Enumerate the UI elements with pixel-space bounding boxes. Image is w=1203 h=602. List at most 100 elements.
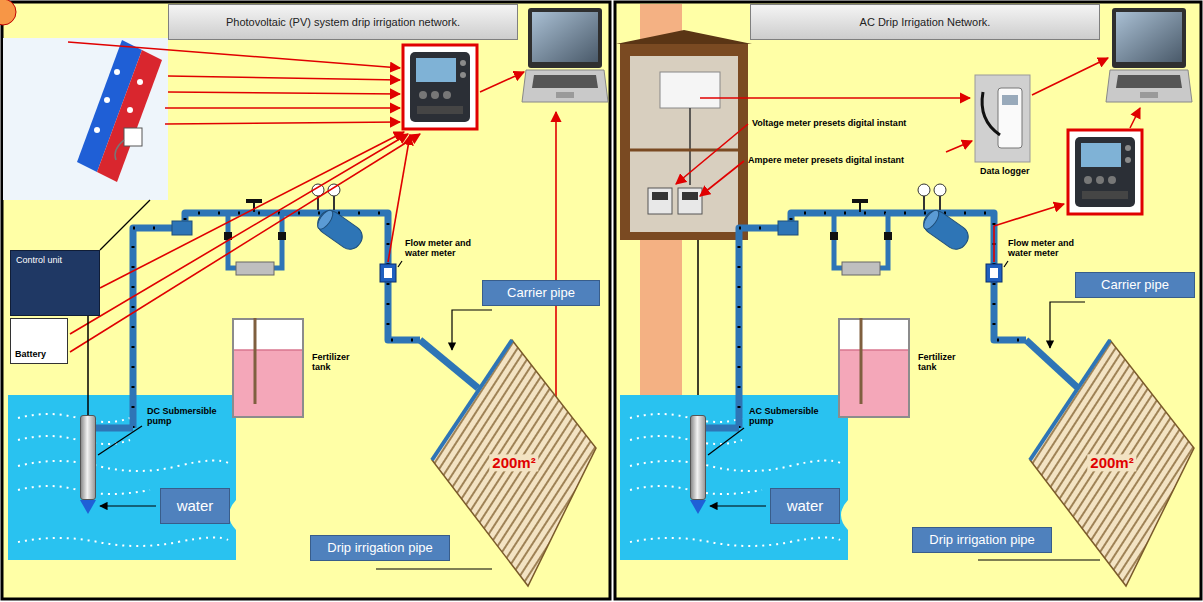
ac-cabinet-photo	[652, 192, 668, 200]
node-text: AC Drip Irrigation Network.	[860, 16, 991, 29]
node-text: Drip irrigation pipe	[929, 533, 1035, 548]
part-label: Data logger	[980, 166, 1030, 176]
node-text: 200m²	[489, 454, 538, 471]
data-logger-photo	[982, 92, 1000, 135]
signal-arrows	[68, 42, 1140, 420]
node-text: Photovoltaic (PV) system drip irrigation…	[226, 16, 460, 29]
ac-cabinet-photo	[630, 149, 738, 152]
signal-arrows	[100, 132, 404, 288]
tank-outline	[233, 319, 303, 417]
node-text: Control unit	[16, 255, 62, 265]
pump-pipes	[420, 340, 478, 388]
signal-arrows	[700, 161, 744, 196]
liquid-surface	[234, 349, 302, 351]
water-box: water	[160, 488, 230, 524]
submersible-pump: DC Submersible pump	[80, 415, 96, 500]
data-logger-photo	[975, 75, 1030, 162]
manifold-pipe	[1030, 340, 1110, 460]
pv-panel	[3, 38, 168, 200]
leader-lines	[98, 302, 1100, 569]
node-text: Battery	[15, 349, 46, 359]
leader-lines	[1050, 302, 1085, 348]
water-pond	[8, 395, 236, 560]
node-text: water	[787, 497, 824, 514]
pipe-network	[739, 184, 1026, 428]
battery-box: Battery	[10, 318, 68, 364]
ac-cabinet-photo	[616, 4, 752, 415]
label-box: Carrier pipe	[482, 280, 600, 306]
water-pond	[620, 395, 848, 560]
fertilizer-liquid	[840, 350, 908, 416]
signal-arrows	[165, 122, 400, 124]
data-logger-photo	[1002, 95, 1018, 105]
signal-arrows	[700, 97, 970, 99]
signal-arrows	[555, 112, 557, 420]
title-box: AC Drip Irrigation Network.	[750, 4, 1100, 40]
part-label: AC Submersible pump	[749, 406, 821, 427]
ac-cabinet-photo	[648, 188, 672, 214]
node-text: Drip irrigation pipe	[327, 541, 433, 556]
control-unit-box: Control unit	[10, 250, 100, 316]
submersible-pump: AC Submersible pump	[690, 415, 706, 500]
pump-pipes	[1026, 340, 1078, 388]
tank-outline	[839, 319, 909, 417]
pv-panel	[114, 69, 120, 75]
pump-pipes	[96, 340, 1078, 428]
leader-lines	[978, 559, 1100, 560]
leader-lines	[452, 310, 492, 350]
pv-panel	[0, 0, 168, 250]
leader-lines	[376, 568, 492, 569]
ac-cabinet-photo	[630, 56, 738, 232]
left-panel	[2, 2, 610, 599]
pv-panel	[115, 140, 124, 160]
signal-arrows	[676, 124, 748, 184]
label-box: Drip irrigation pipe	[310, 535, 450, 561]
laptop-icon	[1106, 8, 1192, 102]
controller-device	[1068, 130, 1142, 214]
pv-panel	[97, 50, 162, 182]
control-wire	[87, 316, 89, 415]
pipe-network	[133, 184, 420, 428]
signal-arrows	[168, 92, 400, 94]
pv-panel	[94, 127, 100, 133]
field-outline	[1030, 340, 1194, 586]
ac-cabinet-photo	[660, 72, 720, 108]
pv-panel	[124, 128, 142, 146]
node-text: Carrier pipe	[1101, 278, 1169, 293]
label-box: Drip irrigation pipe	[912, 527, 1052, 553]
part-label: Flow meter and water meter	[1008, 238, 1084, 259]
data-logger-photo	[975, 75, 1030, 162]
manifold-pipe	[432, 340, 512, 460]
signal-arrows	[1130, 108, 1140, 128]
node-text: Carrier pipe	[507, 286, 575, 301]
tank-shape	[838, 318, 910, 418]
right-panel	[615, 2, 1201, 599]
laptop-icon	[522, 8, 608, 102]
node-text: water	[177, 497, 214, 514]
water-box: water	[770, 488, 840, 524]
part-label: Fertilizer tank	[312, 352, 368, 373]
part-label: DC Submersible pump	[147, 406, 219, 427]
part-label: Ampere meter presets digital instant	[748, 155, 904, 165]
leader-lines	[100, 505, 156, 506]
ac-cabinet-photo	[620, 44, 748, 240]
pump-pipes	[706, 425, 739, 432]
drip-field: 200m²	[1028, 338, 1196, 588]
suction-rod	[860, 318, 863, 404]
signal-arrows	[1032, 58, 1108, 95]
ac-cabinet-photo	[682, 192, 698, 200]
pv-panel	[137, 79, 143, 85]
drip-field: 200m²	[430, 338, 598, 588]
ac-cabinet-photo	[697, 240, 699, 415]
part-label: Voltage meter presets digital instant	[752, 118, 906, 128]
signal-arrows	[168, 76, 400, 80]
pump-intake	[690, 500, 706, 514]
ac-cabinet-photo	[616, 30, 752, 44]
tank-shape	[232, 318, 304, 418]
part-label: Flow meter and water meter	[405, 238, 481, 259]
leader-lines	[710, 505, 766, 506]
ac-cabinet-photo	[678, 188, 702, 214]
node-text: 200m²	[1087, 454, 1136, 471]
part-label: Fertilizer tank	[918, 352, 974, 373]
